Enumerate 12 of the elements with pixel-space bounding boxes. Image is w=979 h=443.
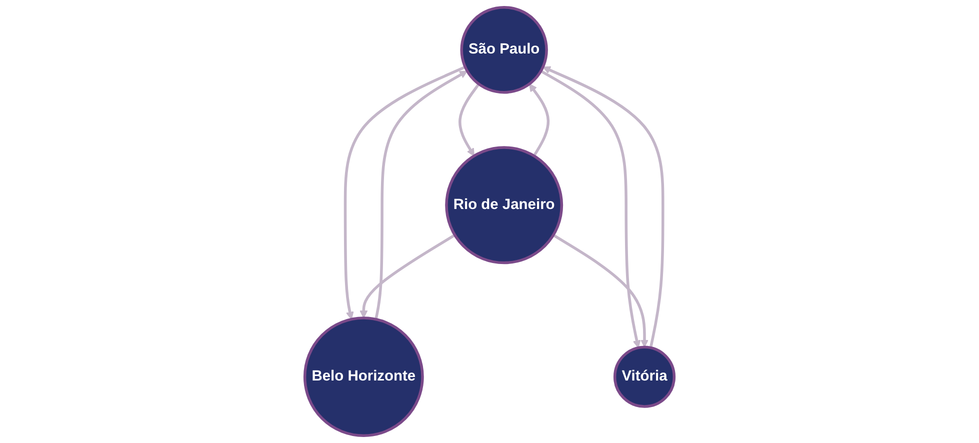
arrow [458,83,480,156]
node-circle: São Paulo [460,6,548,94]
arrow [540,70,641,348]
arrow [528,84,550,157]
node-circle: Belo Horizonte [303,316,424,438]
arrow [552,234,649,348]
arrow [344,66,466,320]
node-circle: Rio de Janeiro [445,146,564,264]
node-circle: Vitória [613,346,676,408]
arrow [542,66,664,348]
arrow [374,70,468,320]
arrow [360,234,456,318]
